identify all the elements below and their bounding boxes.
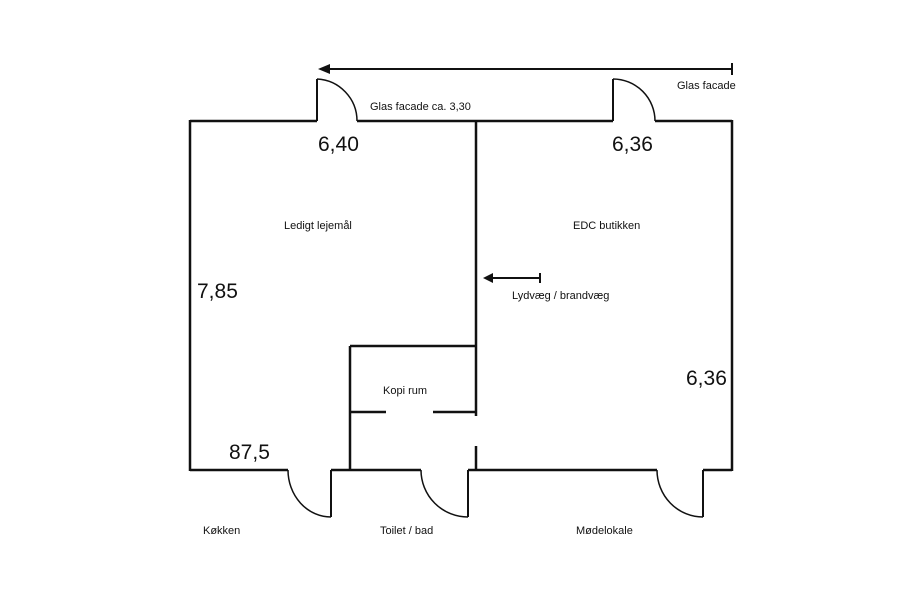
door-top-left-swing xyxy=(316,78,358,122)
kitchen-label: Køkken xyxy=(203,525,241,537)
left-height-dimension: 7,85 xyxy=(197,280,238,303)
room-right-label: EDC butikken xyxy=(573,220,641,232)
room-left-label: Ledigt lejemål xyxy=(284,220,352,232)
wall-arrow-head xyxy=(483,273,493,283)
left-facade-label: Glas facade ca. 3,30 xyxy=(370,101,471,113)
left-width-dimension: 6,40 xyxy=(318,133,359,156)
right-width-dimension: 6,36 xyxy=(612,133,653,156)
door-top-right-swing xyxy=(612,78,656,122)
top-facade-label: Glas facade xyxy=(677,80,736,92)
copy-room-label: Kopi rum xyxy=(383,385,428,397)
door-kitchen-swing xyxy=(287,469,332,518)
toilet-label: Toilet / bad xyxy=(380,525,434,537)
facade-arrow-head xyxy=(318,64,330,74)
meeting-room-label: Mødelokale xyxy=(576,525,633,537)
door-meeting-swing xyxy=(656,469,704,518)
wall-arrow-label: Lydvæg / brandvæg xyxy=(512,290,610,302)
door-toilet-swing xyxy=(420,469,469,518)
right-height-dimension: 6,36 xyxy=(686,367,727,390)
bottom-left-dimension: 87,5 xyxy=(229,441,270,464)
